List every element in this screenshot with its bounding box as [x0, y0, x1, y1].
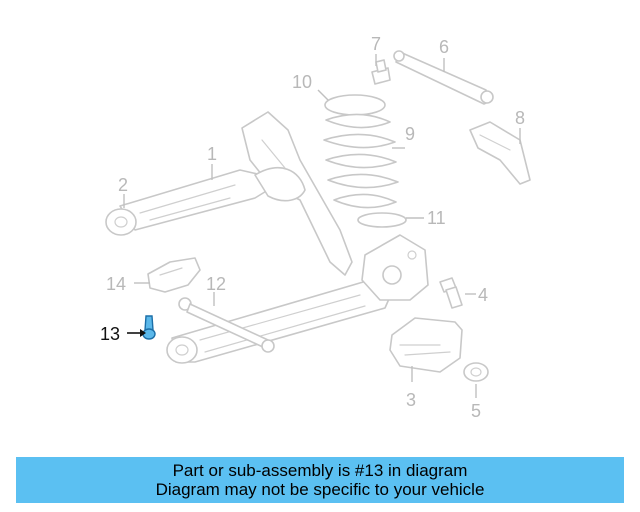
bolt-part-4: [439, 277, 463, 309]
mount-part-3: [389, 317, 463, 373]
nut-part-5: [463, 362, 489, 382]
callout-1: 1: [207, 144, 217, 164]
axle-beam-part-1: [105, 111, 353, 276]
coil-spring-part-9: [323, 94, 399, 209]
callout-12: 12: [206, 274, 226, 294]
bolt-part-13: [142, 315, 156, 340]
callout-8: 8: [515, 108, 525, 128]
diagram-notice-banner: Part or sub-assembly is #13 in diagram D…: [16, 457, 624, 503]
callout-6: 6: [439, 37, 449, 57]
callout-3: 3: [406, 390, 416, 410]
callout-9: 9: [405, 124, 415, 144]
banner-line-2: Diagram may not be specific to your vehi…: [155, 480, 485, 499]
bracket-part-8: [469, 121, 531, 185]
callout-11: 11: [427, 208, 446, 228]
bracket-part-14: [147, 257, 201, 293]
lateral-link-part-6: [393, 50, 494, 105]
callout-5: 5: [471, 401, 481, 421]
callout-2: 2: [118, 175, 128, 195]
bolt-part-7: [371, 59, 391, 85]
trailing-arm: [166, 234, 429, 364]
callout-7: 7: [371, 34, 381, 54]
callout-4: 4: [478, 285, 488, 305]
banner-line-1: Part or sub-assembly is #13 in diagram: [172, 461, 468, 480]
callout-13: 13: [100, 324, 120, 344]
shock-part-12: [178, 297, 275, 353]
leader-lines: [123, 54, 521, 398]
callout-14: 14: [106, 274, 126, 294]
callout-10: 10: [292, 72, 312, 92]
spring-insulator-part-11: [357, 212, 407, 228]
parts-diagram: 1 2 3 4 5 6 7 8 9 10 11 12 13 14: [100, 34, 531, 421]
